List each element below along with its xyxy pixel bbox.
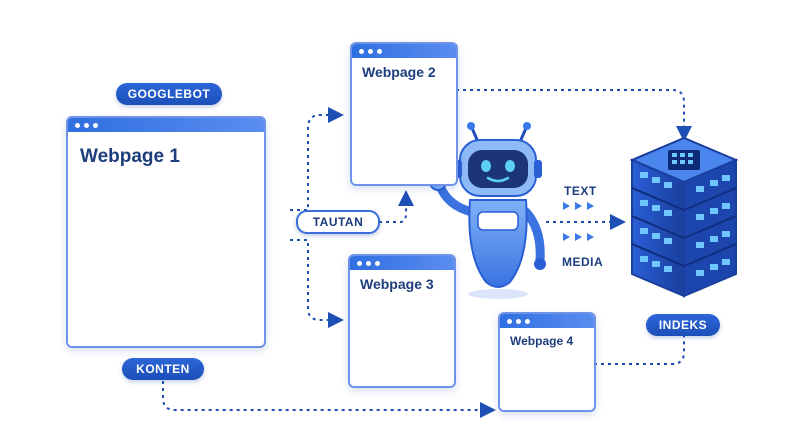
text-chevrons (563, 202, 594, 210)
connector-lines (162, 89, 692, 418)
server-icon (629, 136, 739, 298)
connector-konten-to-p4 (162, 374, 496, 418)
connector-p1-to-p2 (290, 107, 344, 211)
robot-icon (429, 122, 546, 299)
connector-tautan-to-robot (372, 190, 414, 223)
window-dot (359, 48, 364, 54)
indeks-label: INDEKS (646, 314, 720, 336)
window-dot (366, 260, 371, 266)
media-label: MEDIA (562, 255, 604, 269)
text-label: TEXT (564, 184, 597, 198)
window-dot (357, 260, 362, 266)
webpage-3-window: Webpage 3 (348, 254, 456, 388)
googlebot-label: GOOGLEBOT (116, 83, 222, 105)
connector-p2-to-server (456, 89, 692, 142)
window-dot (93, 122, 98, 128)
connector-p4-to-server (594, 330, 685, 365)
webpage-4-title: Webpage 4 (510, 334, 574, 348)
window-dot (375, 260, 380, 266)
window-dot (525, 318, 530, 324)
webpage-2-title: Webpage 2 (362, 64, 436, 80)
window-titlebar (350, 256, 454, 270)
media-chevrons (563, 233, 594, 241)
konten-label: KONTEN (122, 358, 204, 380)
window-dot (507, 318, 512, 324)
window-titlebar (68, 118, 264, 132)
webpage-1-window: Webpage 1 (66, 116, 266, 348)
webpage-4-window: Webpage 4 (498, 312, 596, 412)
window-titlebar (500, 314, 594, 328)
tautan-label: TAUTAN (296, 210, 380, 234)
window-dot (75, 122, 80, 128)
window-dot (516, 318, 521, 324)
webpage-3-title: Webpage 3 (360, 276, 434, 292)
webpage-2-window: Webpage 2 (350, 42, 458, 186)
window-dot (368, 48, 373, 54)
window-dot (84, 122, 89, 128)
webpage-1-title: Webpage 1 (80, 146, 180, 167)
window-titlebar (352, 44, 456, 58)
connector-p1-to-p3 (290, 239, 344, 328)
window-dot (377, 48, 382, 54)
